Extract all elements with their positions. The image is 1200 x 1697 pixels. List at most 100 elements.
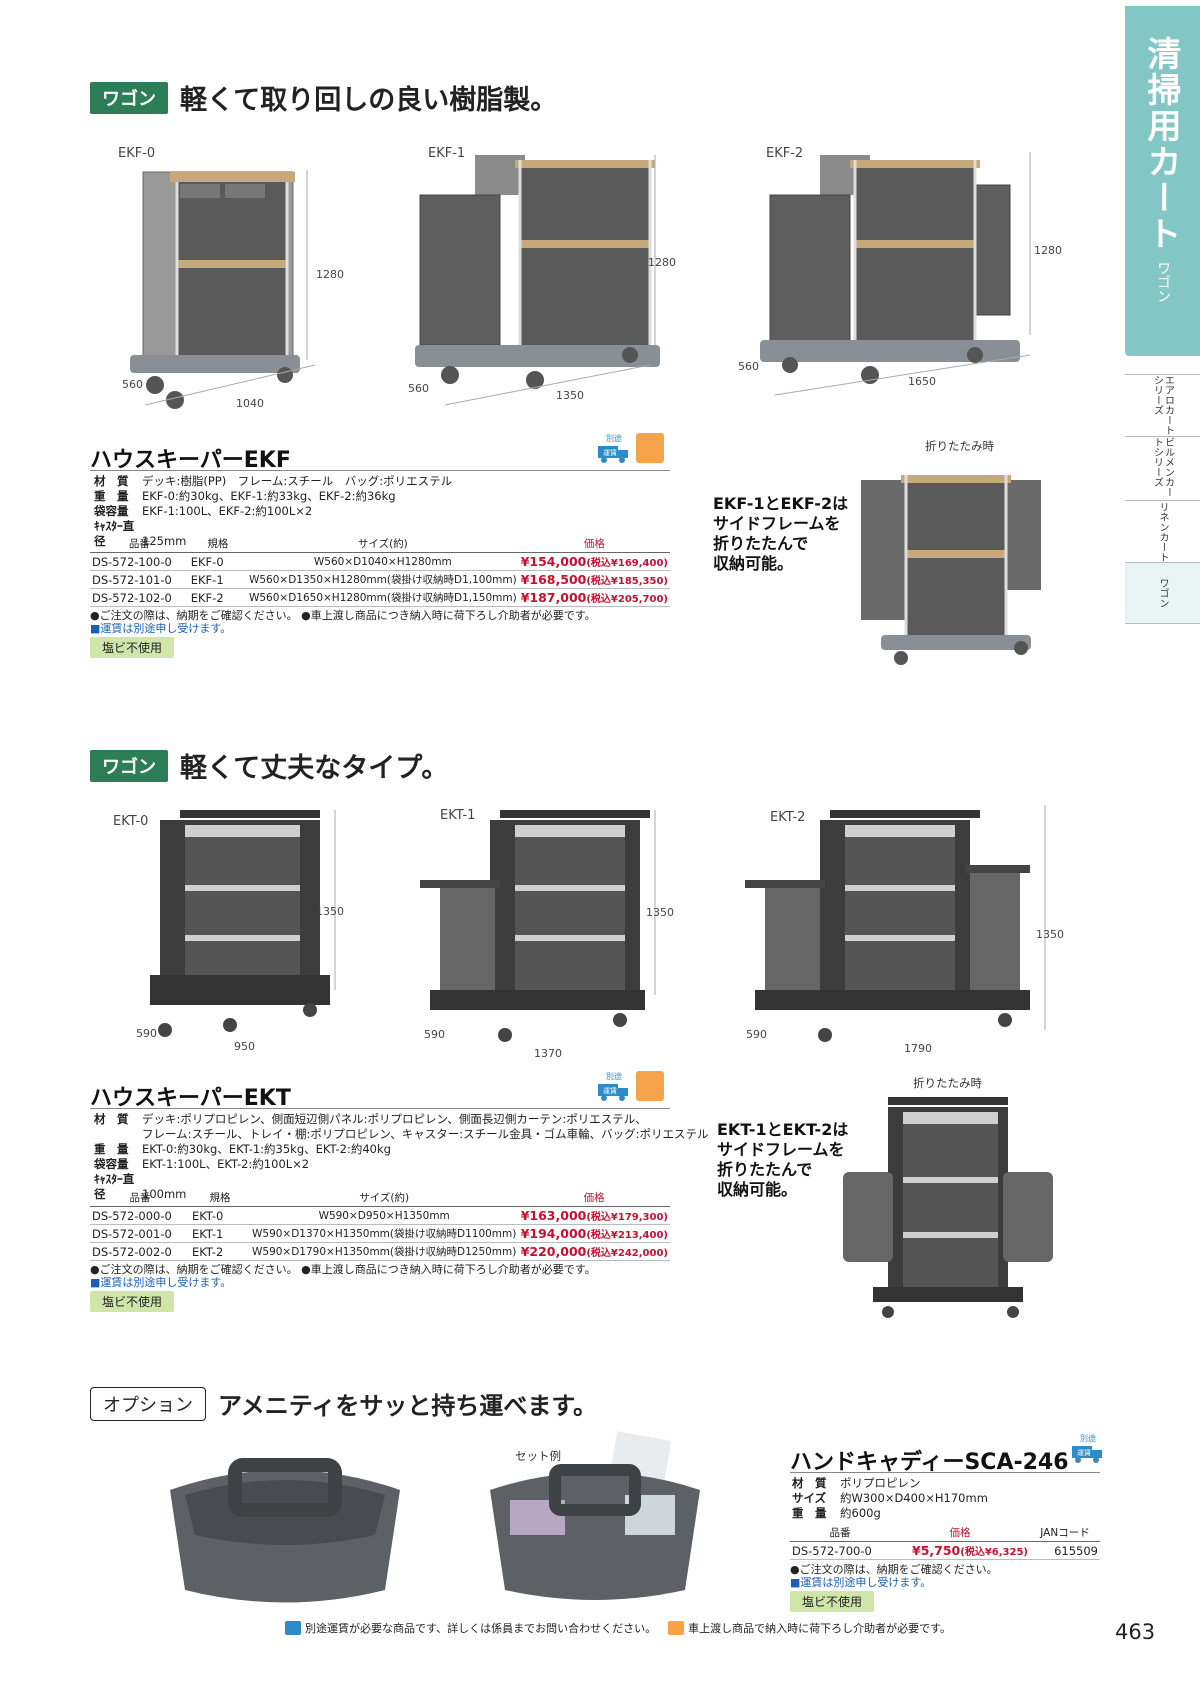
th-price: 価格 [518,1189,670,1207]
th-jan: JANコード [1030,1524,1100,1542]
dim-ekf1-h: 1280 [648,256,676,269]
spec-value: デッキ:ポリプロピレン、側面短辺側パネル:ポリプロピレン、側面長辺側カーテン:ポ… [142,1112,647,1126]
product-price: ¥154,000(税込¥169,400) [518,552,670,571]
hand-icon [668,1621,685,1635]
spec-value: 約600g [840,1506,881,1520]
product-code: DS-572-002-0 [90,1242,190,1261]
side-nav-wagon[interactable]: ワゴン [1125,562,1200,624]
jan-code: 615509 [1030,1541,1100,1560]
ekf-headline: 軽くて取り回しの良い樹脂製。 [180,85,558,116]
ship-label-1: 別途 [606,1071,622,1081]
th-size: サイズ(約) [250,1189,519,1207]
ekt0-cart-image [150,810,336,1037]
dim-ekt0-d: 590 [136,1027,157,1040]
product-size: W590×D1790×H1350mm(袋掛け収納時D1250mm) [250,1242,519,1261]
th-code: 品番 [90,1189,190,1207]
ekt-shipping-note: ■運賃は別途申し受けます。 [90,1276,232,1289]
dim-ekf2-d: 560 [738,360,759,373]
ekt2-cart-image [745,805,1046,1042]
price-value: ¥187,000 [520,590,587,605]
ekf-shipping-note: ■運賃は別途申し受けます。 [90,622,232,635]
price-tax: (税込¥6,325) [960,1547,1028,1558]
subcategory-title: ワゴン [1155,261,1171,303]
ekf-folded-cart-image [861,475,1041,665]
ship-label-2: 運賃 [1077,1448,1091,1457]
model-label-ekf0: EKF-0 [118,146,156,161]
th-price: 価格 [890,1524,1030,1542]
table-row: DS-572-002-0 EKT-2 W590×D1790×H1350mm(袋掛… [90,1242,670,1261]
dim-ekf2-h: 1280 [1034,244,1062,257]
th-code: 品番 [790,1524,890,1542]
ekf0-cart-image [130,170,316,409]
ekf-tag: ワゴン [90,81,168,114]
ekt-folded-cart-image [843,1097,1053,1318]
product-spec: EKT-1 [190,1224,250,1243]
product-price: ¥194,000(税込¥213,400) [518,1224,670,1243]
price-tax: (税込¥169,400) [586,558,668,569]
ekt-price-table: 品番 規格 サイズ(約) 価格 DS-572-000-0 EKT-0 W590×… [90,1189,670,1261]
table-row: DS-572-000-0 EKT-0 W590×D950×H1350mm ¥16… [90,1206,670,1225]
pvc-free-badge: 塩ビ不使用 [90,637,175,658]
spec-value: デッキ:樹脂(PP) フレーム:スチール バッグ:ポリエステル [142,474,453,488]
ekt-fold-label: 折りたたみ時 [913,1076,982,1090]
option-headline: アメニティをサッと持ち運べます。 [218,1392,597,1420]
spec-value: EKF-0:約30kg、EKF-1:約33kg、EKF-2:約36kg [142,489,396,503]
hand-caddy-image [170,1458,400,1603]
price-value: ¥168,500 [520,572,587,587]
dim-ekt1-d: 590 [424,1028,445,1041]
fold-line: サイドフレームを [713,514,841,533]
table-row: DS-572-100-0 EKF-0 W560×D1040×H1280mm ¥1… [90,552,670,571]
unloading-assist-icon [636,1071,664,1101]
table-header-row: 品番 価格 JANコード [790,1524,1100,1542]
ekf2-cart-image [760,152,1031,396]
ekf-fold-label: 折りたたみ時 [925,439,994,453]
product-code: DS-572-700-0 [790,1541,890,1560]
product-price: ¥220,000(税込¥242,000) [518,1242,670,1261]
pvc-free-badge: 塩ビ不使用 [790,1591,875,1612]
ekt-heading: ワゴン 軽くて丈夫なタイプ。 [90,746,448,785]
divider [90,1108,670,1109]
ekt-tag: ワゴン [90,749,168,782]
unloading-assist-icon [636,433,664,463]
fold-line: 収納可能。 [713,554,794,573]
side-nav-aerocart[interactable]: エアロカートシリーズ [1125,374,1200,436]
product-code: DS-572-100-0 [90,552,189,571]
product-spec: EKF-2 [188,588,247,607]
price-tax: (税込¥242,000) [586,1248,668,1259]
side-nav-linen[interactable]: リネンカート [1125,500,1200,562]
product-price: ¥5,750(税込¥6,325) [890,1541,1030,1560]
spec-value: EKF-1:100L、EKF-2:約100L×2 [142,504,313,518]
product-size: W590×D950×H1350mm [250,1206,519,1225]
th-price: 価格 [518,535,670,553]
product-code: DS-572-000-0 [90,1206,190,1225]
ship-label-2: 運賃 [603,448,617,457]
dim-ekf0-w: 1040 [236,397,264,410]
category-title: 清掃用カート [1141,36,1181,252]
table-row: DS-572-001-0 EKT-1 W590×D1370×H1350mm(袋掛… [90,1224,670,1243]
fold-line: 折りたたんで [717,1160,813,1179]
option-price-table: 品番 価格 JANコード DS-572-700-0 ¥5,750(税込¥6,32… [790,1524,1100,1560]
footer-text-unloading: 車上渡し商品で納入時に荷下ろし介助者が必要です。 [688,1622,952,1635]
spec-key: 袋容量 [94,1157,129,1171]
ekt-headline: 軽くて丈夫なタイプ。 [180,753,449,784]
ekf-fold-text: EKF-1とEKF-2は サイドフレームを 折りたたんで 収納可能。 [713,494,848,574]
dim-ekt1-w: 1370 [534,1047,562,1060]
dim-ekt0-h: 1350 [316,905,344,918]
dim-ekt2-h: 1350 [1036,928,1064,941]
model-label-ekf1: EKF-1 [428,146,466,161]
model-label-ekt2: EKT-2 [770,810,806,825]
price-value: ¥163,000 [520,1208,587,1223]
separate-shipping-icon: 別途 運賃 [598,433,628,463]
product-spec: EKF-1 [188,570,247,589]
side-nav-birumen[interactable]: ビルメンカートシリーズ [1125,436,1200,500]
page-number: 463 [1115,1620,1156,1644]
spec-key: 材 質 [94,474,129,488]
product-size: W560×D1040×H1280mm [246,552,519,571]
option-product-name: ハンドキャディーSCA-246 [790,1450,1069,1475]
category-tab[interactable]: 清掃用カート ワゴン [1125,6,1200,356]
ship-label-2: 運賃 [603,1086,617,1095]
product-code: DS-572-102-0 [90,588,189,607]
ekf-heading: ワゴン 軽くて取り回しの良い樹脂製。 [90,78,557,117]
divider [90,470,670,471]
